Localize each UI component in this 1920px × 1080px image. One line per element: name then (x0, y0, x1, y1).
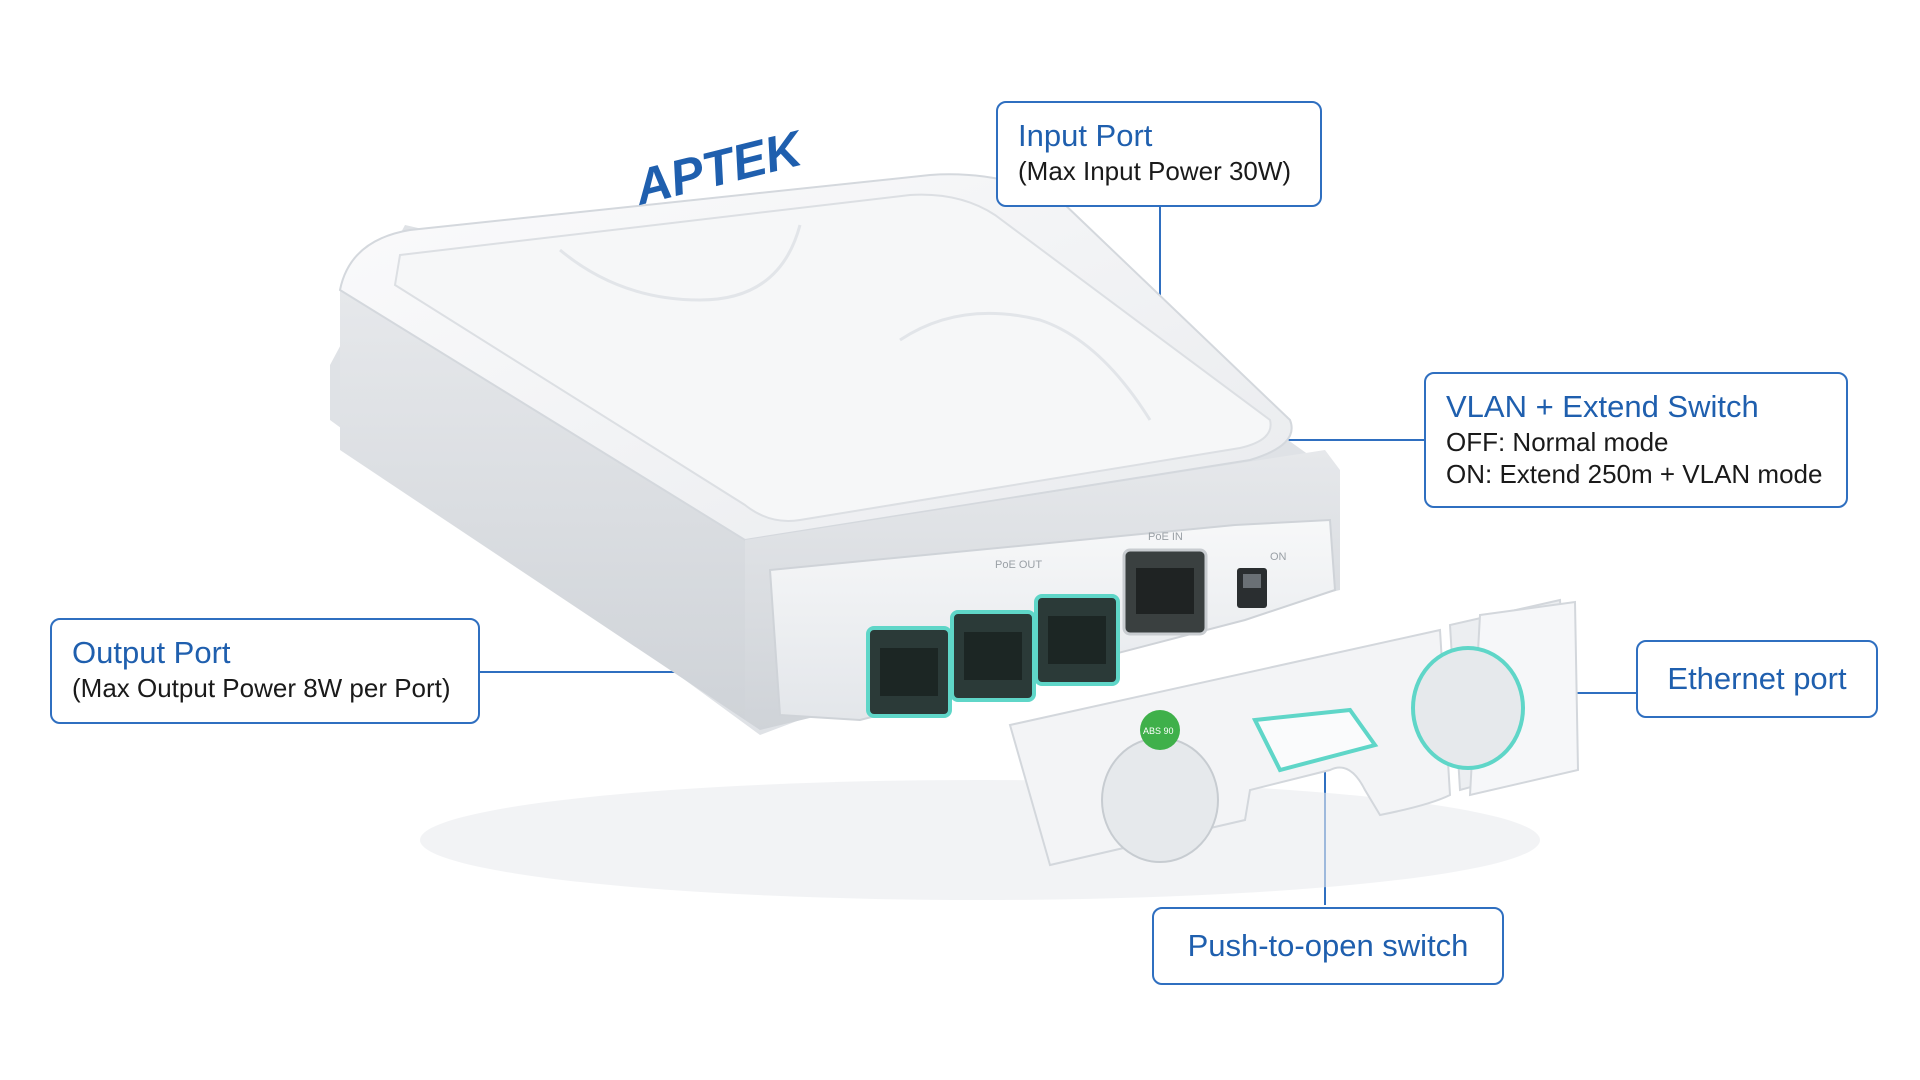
cable-hole-left (1101, 737, 1219, 863)
vlan-switch-callout: VLAN + Extend Switch OFF: Normal mode ON… (1424, 372, 1848, 508)
switch-on-label: ON (1270, 551, 1287, 563)
top-cover (393, 193, 1272, 522)
vlan-switch-on-line: ON: Extend 250m + VLAN mode (1446, 459, 1823, 489)
green-sticker (1140, 710, 1180, 750)
input-port-subtitle: (Max Input Power 30W) (1018, 156, 1292, 186)
push-switch-title: Push-to-open switch (1187, 928, 1469, 963)
output-ports (866, 594, 1120, 718)
input-port-title: Input Port (1018, 118, 1153, 153)
ethernet-port-title: Ethernet port (1667, 661, 1847, 696)
poe-out-label: PoE OUT (995, 559, 1042, 571)
device-body-side (340, 290, 745, 720)
output-port-title: Output Port (72, 635, 231, 670)
push-switch-callout: Push-to-open switch (1152, 907, 1504, 985)
cover-curve-right (899, 311, 1152, 421)
device-shadow (420, 780, 1540, 900)
cover-curve-left (559, 224, 802, 302)
poe-in-label: PoE IN (1148, 531, 1183, 543)
ethernet-cable-hole (1411, 646, 1525, 770)
input-port-callout: Input Port (Max Input Power 30W) (996, 101, 1322, 207)
vlan-switch-off-line: OFF: Normal mode (1446, 427, 1669, 457)
push-to-open-latch (1251, 707, 1379, 773)
vlan-switch-title: VLAN + Extend Switch (1446, 389, 1759, 424)
output-port-subtitle: (Max Output Power 8W per Port) (72, 673, 451, 703)
ethernet-port-callout: Ethernet port (1636, 640, 1878, 718)
output-port-callout: Output Port (Max Output Power 8W per Por… (50, 618, 480, 724)
sticker-text: ABS 90 (1143, 726, 1174, 736)
